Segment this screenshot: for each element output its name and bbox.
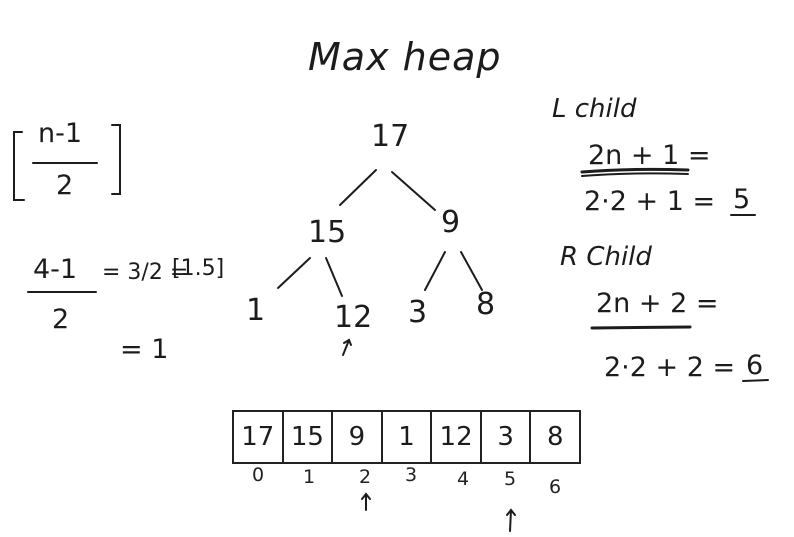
array-cell: 1: [383, 412, 433, 462]
parent-denominator: 2: [56, 170, 74, 201]
tree-node-right: 9: [441, 205, 461, 240]
parent-numerator: n-1: [38, 118, 83, 149]
right-child-answer: 6: [746, 350, 764, 381]
example-result: = 1: [120, 334, 169, 365]
left-child-answer: 5: [733, 184, 751, 215]
example-floor: [1.5]: [172, 256, 225, 281]
edge-root-left: [339, 169, 377, 206]
floor-bracket-left: [13, 131, 25, 201]
left-child-label: L child: [552, 94, 637, 124]
heap-array: 17 15 9 1 12 3 8: [232, 410, 581, 464]
right-child-label: R Child: [560, 242, 652, 272]
array-cell: 8: [546, 422, 564, 452]
edge-root-right: [391, 171, 436, 211]
array-index: 5: [504, 468, 517, 490]
array-index: 0: [252, 464, 265, 486]
array-index: 1: [303, 466, 316, 488]
tree-node-root: 17: [371, 119, 410, 154]
array-cell: 3: [482, 412, 532, 462]
example-denominator: 2: [52, 304, 70, 335]
tree-node-right-right: 8: [476, 287, 496, 322]
underline-2n2: [590, 325, 692, 330]
edge-9-8: [460, 251, 483, 291]
floor-bracket-right: [111, 124, 121, 195]
example-numerator: 4-1: [33, 254, 78, 285]
array-cell: 9: [333, 412, 383, 462]
array-cell: 17: [234, 412, 284, 462]
edge-15-12: [325, 257, 343, 297]
tree-node-left: 15: [308, 215, 347, 250]
right-child-formula: 2n + 2 =: [596, 288, 719, 319]
edge-9-3: [424, 251, 446, 291]
left-child-formula: 2n + 1 =: [588, 140, 711, 171]
right-child-calc: 2·2 + 2 =: [604, 352, 736, 383]
tree-node-right-left: 3: [408, 295, 428, 330]
arrow-index-5: [509, 509, 512, 532]
page-title: Max heap: [308, 35, 502, 79]
array-cell: 12: [432, 412, 482, 462]
arrow-under-12: [342, 339, 350, 356]
example-floor-value: 1.5: [180, 256, 216, 281]
tree-node-left-left: 1: [246, 293, 266, 328]
array-index: 2: [359, 466, 372, 488]
example-mid: = 3/2 =: [102, 260, 189, 285]
tree-node-left-right: 12: [334, 300, 373, 335]
edge-15-1: [277, 257, 311, 289]
array-index: 4: [457, 468, 470, 490]
array-index: 3: [405, 464, 418, 486]
left-child-calc: 2·2 + 1 =: [584, 186, 716, 217]
array-index: 6: [549, 476, 562, 498]
array-cell: 15: [284, 412, 334, 462]
